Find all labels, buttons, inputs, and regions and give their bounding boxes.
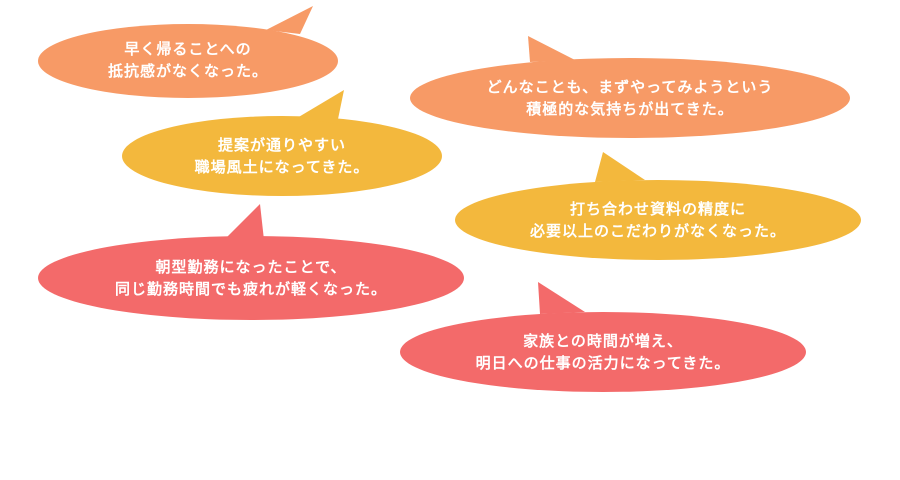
speech-bubble-5: 朝型勤務になったことで、 同じ勤務時間でも疲れが軽くなった。: [38, 204, 464, 320]
bubble-text-line: 提案が通りやすい: [217, 136, 346, 154]
speech-bubble-6: 家族との時間が増え、 明日への仕事の活力になってきた。: [400, 282, 806, 392]
bubble-text-line: どんなことも、まずやってみようという: [486, 78, 774, 96]
speech-bubble-shape: [400, 282, 806, 392]
speech-bubble-3: 提案が通りやすい 職場風土になってきた。: [122, 90, 442, 196]
bubble-text-line: 職場風土になってきた。: [194, 158, 370, 176]
speech-bubble-shape: [455, 152, 861, 260]
speech-bubble-shape: [38, 204, 464, 320]
speech-bubble-shape: [38, 6, 338, 98]
bubble-text-line: 積極的な気持ちが出てきた。: [526, 100, 734, 118]
bubble-text-line: 明日への仕事の活力になってきた。: [475, 354, 731, 372]
bubble-text-line: 打ち合わせ資料の精度に: [569, 200, 746, 218]
speech-bubble-1: 早く帰ることへの 抵抗感がなくなった。: [38, 6, 338, 98]
bubble-text-line: 同じ勤務時間でも疲れが軽くなった。: [114, 280, 387, 298]
bubble-text-line: 必要以上のこだわりがなくなった。: [529, 222, 786, 240]
speech-bubble-shape: [122, 90, 442, 196]
bubble-text-line: 早く帰ることへの: [124, 40, 252, 58]
bubble-text-line: 家族との時間が増え、: [523, 332, 683, 350]
bubble-text-line: 朝型勤務になったことで、: [155, 258, 347, 276]
speech-bubble-shape: [410, 36, 850, 138]
speech-bubble-4: 打ち合わせ資料の精度に 必要以上のこだわりがなくなった。: [455, 152, 861, 260]
bubble-text-line: 抵抗感がなくなった。: [107, 62, 268, 80]
speech-bubble-2: どんなことも、まずやってみようという 積極的な気持ちが出てきた。: [410, 36, 850, 138]
